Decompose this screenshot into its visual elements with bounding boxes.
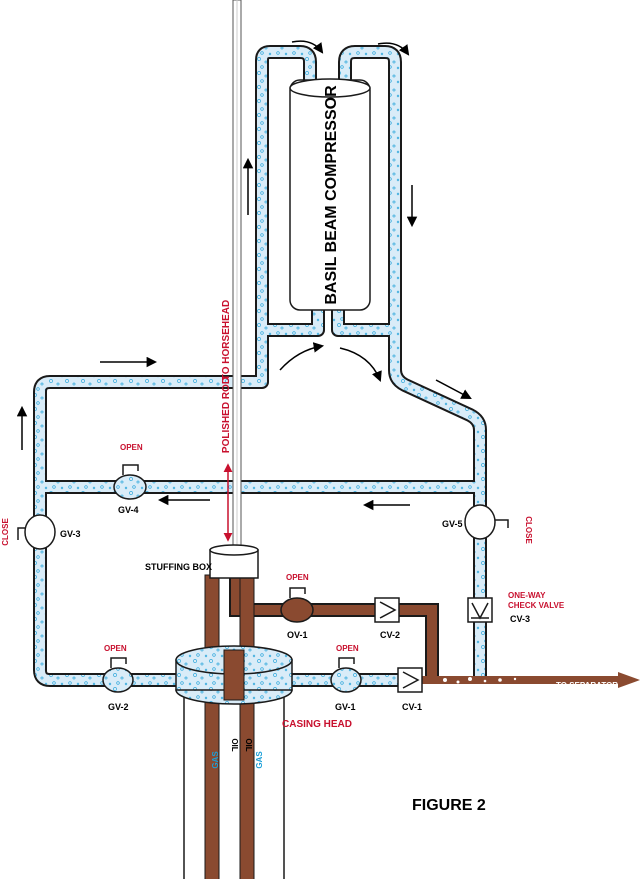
to-separator-arrowhead xyxy=(618,672,640,688)
gas-label-left: GAS xyxy=(211,751,220,769)
cv1-label: CV-1 xyxy=(402,702,422,712)
gate-valve-gv4[interactable] xyxy=(113,464,147,500)
gv5-label: GV-5 xyxy=(442,519,463,529)
gv4-label: GV-4 xyxy=(118,505,139,515)
gate-valve-gv2[interactable] xyxy=(102,657,134,693)
gv4-state: OPEN xyxy=(120,443,143,452)
compressor-label: BASIL BEAM COMPRESSOR xyxy=(323,85,340,305)
gv1-label: GV-1 xyxy=(335,702,356,712)
polished-rod xyxy=(232,0,242,561)
well-casing xyxy=(175,574,293,879)
gate-valve-gv3[interactable] xyxy=(17,514,56,550)
to-horsehead-label: TO HORSEHEAD xyxy=(221,300,232,380)
oil-piping xyxy=(229,575,640,688)
gv3-state: CLOSE xyxy=(1,518,10,546)
check-valve-label: CHECK VALVE xyxy=(508,601,565,610)
gv3-label: GV-3 xyxy=(60,529,81,539)
cv2-label: CV-2 xyxy=(380,630,400,640)
flow-arrows xyxy=(16,40,472,511)
to-separator-label: TO SEPARATOR xyxy=(556,681,618,690)
cv3-label: CV-3 xyxy=(510,614,530,624)
ov1-state: OPEN xyxy=(286,573,309,582)
casing-head-label: CASING HEAD xyxy=(282,719,352,730)
oil-valve-ov1[interactable] xyxy=(280,587,314,623)
check-valve-cv3[interactable] xyxy=(467,597,493,623)
oil-label-right: OIL xyxy=(244,738,253,751)
oil-label-left: OIL xyxy=(230,738,239,751)
gate-valve-gv1[interactable] xyxy=(330,657,362,693)
one-way-label: ONE-WAY xyxy=(508,591,546,600)
stuffing-box-label: STUFFING BOX xyxy=(145,562,212,572)
gv5-state: CLOSE xyxy=(524,516,533,544)
gas-piping xyxy=(33,45,487,687)
check-valve-cv2[interactable] xyxy=(374,597,400,623)
figure-label: FIGURE 2 xyxy=(412,797,486,814)
stuffing-box xyxy=(209,544,259,579)
ov1-label: OV-1 xyxy=(287,630,308,640)
polished-rod-label: POLISHED ROD xyxy=(221,377,232,453)
basil-beam-compressor: BASIL BEAM COMPRESSOR xyxy=(289,78,371,311)
gate-valve-gv5[interactable] xyxy=(464,504,509,540)
gas-label-right: GAS xyxy=(255,751,264,769)
gv1-state: OPEN xyxy=(336,644,359,653)
gv2-label: GV-2 xyxy=(108,702,129,712)
check-valve-cv1[interactable] xyxy=(397,667,423,693)
gv2-state: OPEN xyxy=(104,644,127,653)
